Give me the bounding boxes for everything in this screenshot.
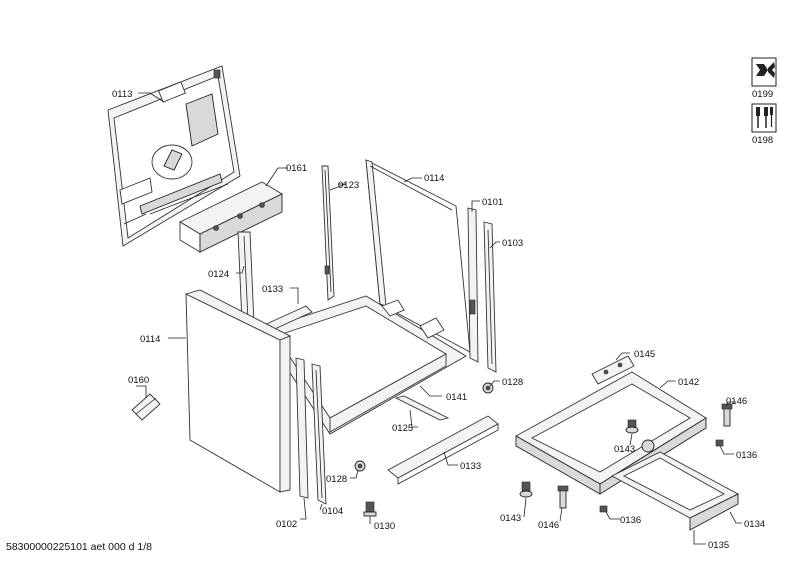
bolt-left-part[interactable] xyxy=(557,485,569,509)
bracket-bottom-part[interactable] xyxy=(387,415,499,485)
small-bracket-part[interactable] xyxy=(131,393,161,421)
part-labels: 0113 0161 0123 0114 0101 0103 0124 0133 … xyxy=(112,89,765,551)
label-0133-bottom[interactable]: 0133 xyxy=(460,461,481,472)
back-panel-part[interactable] xyxy=(107,65,241,247)
leveling-foot-left-part[interactable] xyxy=(519,481,533,498)
label-0125[interactable]: 0125 xyxy=(392,423,413,434)
label-0128-left[interactable]: 0128 xyxy=(326,474,347,485)
cross-brace-part[interactable] xyxy=(394,395,450,421)
label-0135[interactable]: 0135 xyxy=(708,540,729,551)
nut-right-part[interactable] xyxy=(715,439,724,447)
label-0124[interactable]: 0124 xyxy=(208,269,229,280)
label-0143-mid[interactable]: 0143 xyxy=(614,444,635,455)
screwdriver-tool-icon[interactable] xyxy=(751,103,777,133)
front-rail-part[interactable] xyxy=(179,181,283,253)
document-code: 58300000225101 aet 000 d 1/8 xyxy=(6,541,152,553)
wrench-tool-icon[interactable] xyxy=(751,57,777,87)
label-0136-left[interactable]: 0136 xyxy=(620,515,641,526)
label-0143-left[interactable]: 0143 xyxy=(500,513,521,524)
label-0102[interactable]: 0102 xyxy=(276,519,297,530)
label-0114-top[interactable]: 0114 xyxy=(424,173,444,184)
right-rail-rear-part[interactable] xyxy=(483,221,497,373)
label-0145[interactable]: 0145 xyxy=(634,349,655,360)
label-0123[interactable]: 0123 xyxy=(338,180,359,191)
label-0142[interactable]: 0142 xyxy=(678,377,699,388)
label-0134[interactable]: 0134 xyxy=(744,519,765,530)
front-right-rail-part[interactable] xyxy=(311,363,327,505)
bolt-right-part[interactable] xyxy=(721,403,733,427)
label-0104[interactable]: 0104 xyxy=(322,506,343,517)
leader-lines xyxy=(136,92,742,545)
small-foot-part[interactable] xyxy=(363,501,377,517)
label-0103[interactable]: 0103 xyxy=(502,238,523,249)
label-0136-right[interactable]: 0136 xyxy=(736,450,757,461)
base-bracket-part[interactable] xyxy=(591,355,635,385)
side-panel-left-part[interactable] xyxy=(184,289,292,493)
label-0160[interactable]: 0160 xyxy=(128,375,149,386)
label-0101[interactable]: 0101 xyxy=(482,197,503,208)
right-rail-front-part[interactable] xyxy=(467,207,479,363)
label-0114-left[interactable]: 0114 xyxy=(140,334,160,345)
front-left-rail-part[interactable] xyxy=(295,357,309,499)
leveling-foot-mid-part[interactable] xyxy=(625,419,639,434)
inner-rail-part[interactable] xyxy=(321,165,335,301)
nut-left-part[interactable] xyxy=(599,505,608,513)
tool-label-0199: 0199 xyxy=(752,89,773,100)
label-0113[interactable]: 0113 xyxy=(112,89,132,100)
label-0133-top[interactable]: 0133 xyxy=(262,284,283,295)
label-0130[interactable]: 0130 xyxy=(374,521,395,532)
screw-left-part[interactable] xyxy=(354,460,366,472)
label-0146-left[interactable]: 0146 xyxy=(538,520,559,531)
label-0161[interactable]: 0161 xyxy=(286,163,307,174)
base-subframe-part[interactable] xyxy=(611,439,739,531)
label-0141[interactable]: 0141 xyxy=(446,392,467,403)
label-0128-right[interactable]: 0128 xyxy=(502,377,523,388)
label-0146-right[interactable]: 0146 xyxy=(726,396,747,407)
tool-label-0198: 0198 xyxy=(752,135,773,146)
